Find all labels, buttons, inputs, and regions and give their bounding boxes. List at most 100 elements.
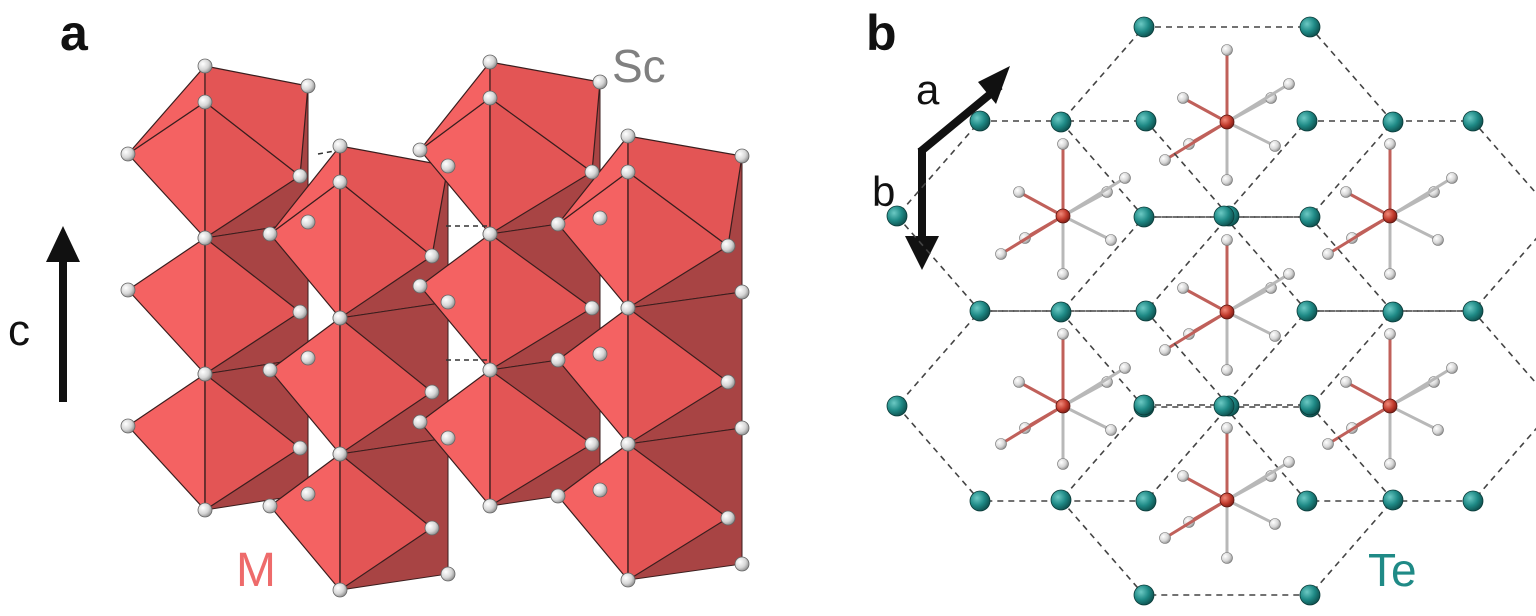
ligand-atom	[1177, 470, 1189, 482]
vertex-atom	[734, 148, 750, 164]
ligand-atom	[1446, 362, 1458, 374]
vertex-atom	[300, 350, 316, 366]
vertex-atom	[412, 278, 428, 294]
center-atom	[1219, 114, 1235, 130]
ligand-atom	[1384, 138, 1396, 150]
ligand-atom	[1221, 422, 1233, 434]
vertex-atom	[592, 482, 608, 498]
te-atom	[1299, 394, 1321, 416]
panel-a: a c Sc M	[8, 5, 750, 598]
polyhedron	[127, 64, 309, 240]
polyhedron	[419, 60, 601, 236]
vertex-atom	[424, 248, 440, 264]
vertex-atom	[424, 520, 440, 536]
te-atom	[1135, 300, 1157, 322]
vertex-atom	[440, 294, 456, 310]
ligand-atom	[1283, 78, 1295, 90]
vertex-atom	[482, 54, 498, 70]
ligand-atom	[1384, 268, 1396, 280]
ligand-atom	[1159, 154, 1171, 166]
vertex-atom	[197, 502, 213, 518]
ligand-atom	[1057, 138, 1069, 150]
panel-a-label: a	[60, 5, 89, 61]
vertex-atom	[292, 168, 308, 184]
center-atom	[1219, 304, 1235, 320]
te-atom	[1135, 490, 1157, 512]
ligand-atom	[1013, 186, 1025, 198]
ligand-atom	[1446, 172, 1458, 184]
coordination-complex	[1159, 234, 1295, 376]
vertex-atom	[332, 138, 348, 154]
vertex-atom	[197, 230, 213, 246]
ligand-atom	[1057, 268, 1069, 280]
coordination-complex	[1159, 422, 1295, 564]
te-atom	[1213, 395, 1235, 417]
polyhedron	[557, 134, 743, 310]
ligand-atom	[1221, 174, 1233, 186]
vertex-atom	[720, 374, 736, 390]
ligand-atom	[1384, 328, 1396, 340]
vertex-atom	[584, 436, 600, 452]
vertex-atom	[440, 566, 456, 582]
ligand-atom	[1057, 458, 1069, 470]
sc-label: Sc	[612, 40, 666, 92]
coordination-complex	[1322, 138, 1458, 280]
vertex-atom	[620, 128, 636, 144]
vertex-atom	[620, 300, 636, 316]
ligand-atom	[1221, 552, 1233, 564]
vertex-atom	[720, 238, 736, 254]
vertex-atom	[482, 498, 498, 514]
ligand-atom	[1322, 248, 1334, 260]
vertex-atom	[300, 486, 316, 502]
ligand-atom	[1159, 532, 1171, 544]
te-atom	[1050, 111, 1072, 133]
a-axis-label: a	[916, 66, 940, 113]
te-atom	[1133, 584, 1155, 606]
coordination-complex	[1159, 44, 1295, 186]
c-axis-label: c	[8, 306, 30, 355]
center-atom	[1382, 208, 1398, 224]
vertex-atom	[197, 94, 213, 110]
te-atom	[1299, 584, 1321, 606]
ab-axes-arrows	[905, 66, 1010, 270]
vertex-atom	[620, 572, 636, 588]
vertex-atom	[262, 226, 278, 242]
c-axis-arrow	[46, 226, 80, 402]
vertex-atom	[120, 146, 136, 162]
ligand-atom	[1119, 362, 1131, 374]
polyhedron	[269, 301, 449, 456]
ligand-atom	[995, 248, 1007, 260]
vertex-atom	[332, 310, 348, 326]
polyhedra-chains	[120, 54, 750, 598]
vertex-atom	[620, 436, 636, 452]
vertex-atom	[734, 556, 750, 572]
vertex-atom	[412, 414, 428, 430]
vertex-atom	[440, 430, 456, 446]
ligand-atom	[1340, 186, 1352, 198]
te-atom	[1133, 394, 1155, 416]
te-atom	[1462, 110, 1484, 132]
ligand-atom	[1057, 328, 1069, 340]
te-atom	[969, 490, 991, 512]
ligand-atom	[1269, 518, 1281, 530]
vertex-atom	[734, 284, 750, 300]
vertex-atom	[197, 366, 213, 382]
b-axis-label: b	[872, 168, 895, 215]
ligand-atom	[1221, 44, 1233, 56]
panel-b: b a b Te	[866, 5, 1536, 606]
ligand-atom	[1177, 92, 1189, 104]
vertex-atom	[120, 282, 136, 298]
te-atom	[1050, 489, 1072, 511]
vertex-atom	[592, 346, 608, 362]
vertex-atom	[720, 510, 736, 526]
ligand-atom	[1432, 234, 1444, 246]
ligand-atom	[1269, 330, 1281, 342]
ligand-atom	[1159, 344, 1171, 356]
vertex-atom	[592, 74, 608, 90]
te-atom	[886, 395, 908, 417]
center-atom	[1382, 398, 1398, 414]
ligand-atom	[1384, 458, 1396, 470]
te-atom	[1382, 489, 1404, 511]
polyhedron	[557, 427, 743, 582]
coordination-complex	[995, 138, 1131, 280]
